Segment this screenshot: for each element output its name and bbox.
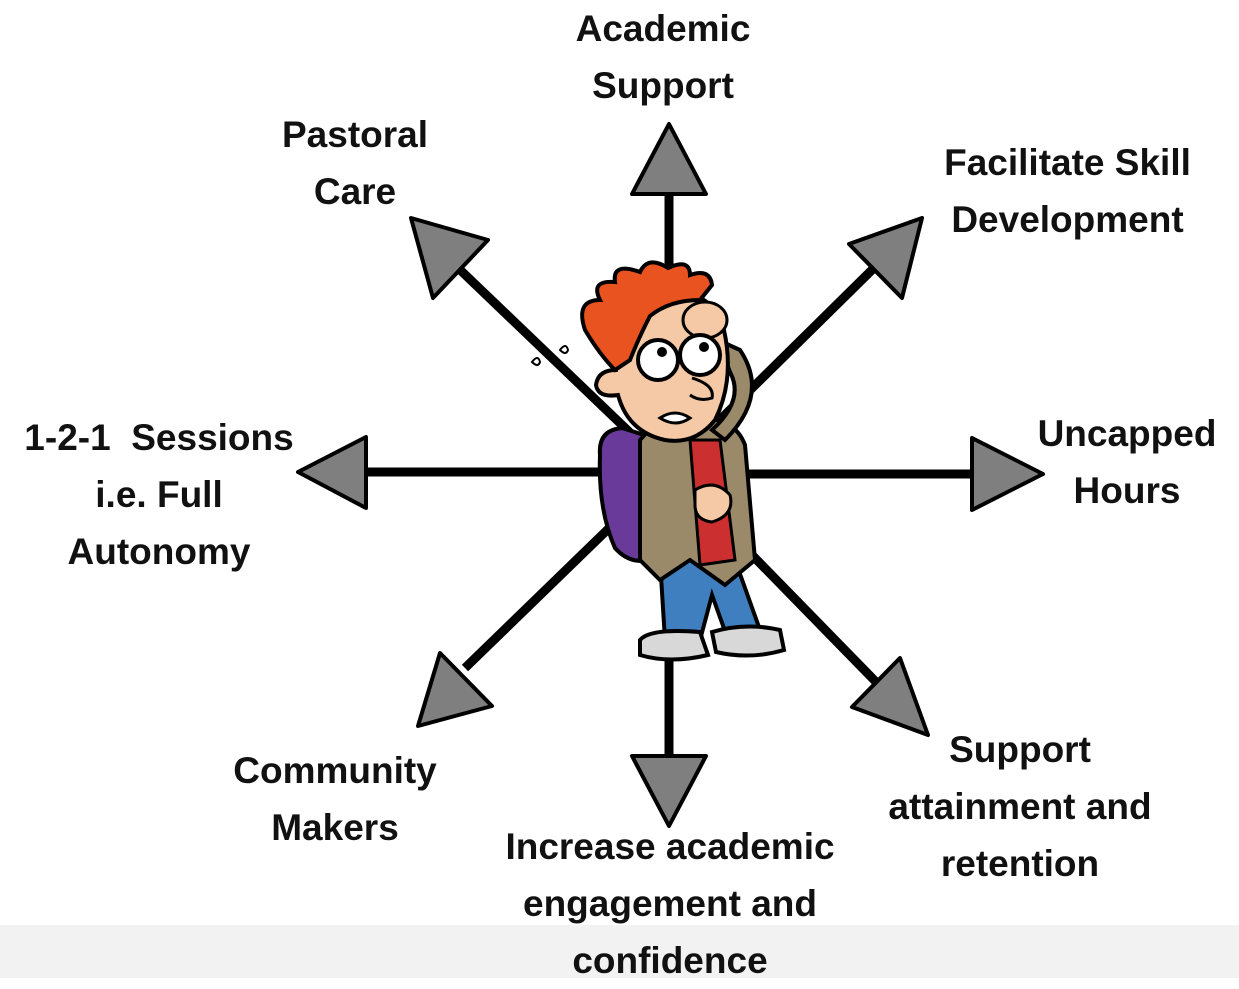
label-line: Increase academic — [505, 826, 835, 867]
label-line: Development — [951, 199, 1184, 240]
label-pastoral-care: Pastoral Care — [240, 106, 470, 220]
label-line: Support — [592, 65, 734, 106]
sweat-drop-icon — [530, 357, 542, 366]
sweat-drop-icon — [558, 345, 570, 354]
label-attainment: Support attainment and retention — [860, 721, 1180, 892]
label-line: Care — [313, 171, 397, 212]
label-line: Makers — [271, 807, 399, 848]
label-line: Uncapped — [1037, 413, 1217, 454]
nose — [689, 376, 714, 401]
mouth — [657, 411, 693, 425]
label-uncapped-hours: Uncapped Hours — [1015, 405, 1239, 519]
arrow-head-pastoral — [409, 216, 490, 300]
label-line: Support — [949, 729, 1091, 770]
label-skill-development: Facilitate Skill Development — [900, 134, 1235, 248]
label-engagement: Increase academic engagement and confide… — [470, 818, 870, 989]
label-line: attainment and — [888, 786, 1152, 827]
arrow-head-uncapped — [970, 436, 1045, 512]
label-line: Hours — [1073, 470, 1181, 511]
label-line: Pastoral — [281, 114, 428, 155]
left-eye — [636, 338, 680, 382]
arrow-head-academic — [630, 122, 708, 196]
arrow-head-sessions — [296, 435, 368, 510]
arrow-head-attainment — [850, 656, 930, 737]
right-pupil — [699, 342, 709, 352]
label-academic-support: Academic Support — [523, 0, 803, 114]
bottom-band — [0, 925, 1239, 978]
label-line: i.e. Full — [95, 474, 223, 515]
label-community-makers: Community Makers — [185, 742, 485, 856]
label-line: retention — [940, 843, 1100, 884]
arrow-head-skill — [847, 216, 924, 300]
label-line: Academic — [575, 8, 751, 49]
right-shoe — [709, 624, 787, 658]
raised-arm — [708, 336, 754, 443]
arrow-head-community — [416, 651, 494, 728]
left-shoe — [638, 629, 711, 662]
label-sessions: 1-2-1 Sessions i.e. Full Autonomy — [0, 409, 318, 580]
label-line: Community — [233, 750, 437, 791]
label-line: confidence — [572, 940, 768, 981]
left-pupil — [657, 347, 667, 357]
label-line: engagement and — [523, 883, 817, 924]
label-line: Facilitate Skill — [944, 142, 1191, 183]
hair — [580, 260, 715, 373]
hands — [693, 483, 733, 524]
label-line: 1-2-1 Sessions — [24, 417, 294, 458]
arrow-head-engagement — [630, 754, 708, 828]
label-line: Autonomy — [67, 531, 251, 572]
hand-on-head — [681, 300, 729, 340]
right-eye — [678, 333, 722, 377]
